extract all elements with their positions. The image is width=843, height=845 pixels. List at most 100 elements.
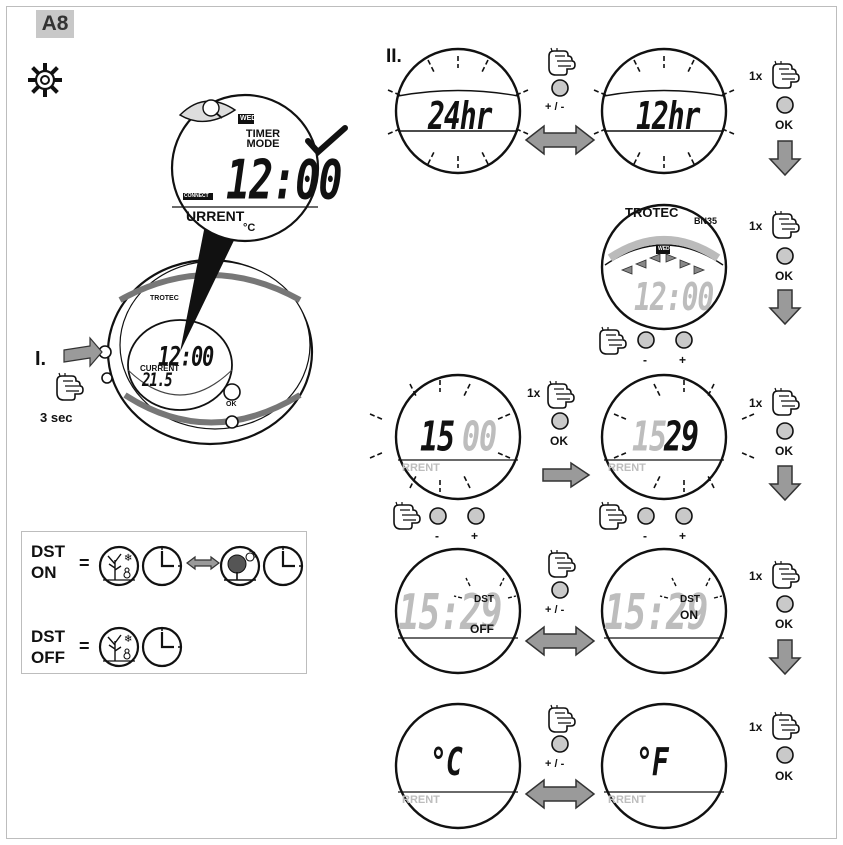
dst-on-label-2: ON — [31, 563, 57, 582]
plus-minus-label: + / - — [545, 758, 565, 770]
dst-legend-box — [21, 531, 307, 674]
device-ok-label: OK — [226, 401, 237, 408]
dst-label: DST — [474, 594, 494, 605]
dst-off-label-2: OFF — [31, 648, 65, 667]
current-label: URRENT — [186, 208, 245, 224]
plus-minus-button[interactable] — [551, 581, 569, 599]
minus-label: - — [643, 353, 647, 367]
connect-label: CONNECT — [184, 193, 209, 199]
plus-button[interactable] — [675, 507, 693, 525]
display-dst-on — [600, 547, 728, 675]
display-hour-set — [369, 373, 522, 501]
zoom-pointer — [180, 225, 240, 352]
ok-label: OK — [775, 769, 793, 783]
gear-icon — [28, 63, 62, 97]
plus-label: + — [679, 353, 687, 367]
current-faint-label: RRENT — [402, 794, 440, 806]
press-once-label: 1x — [749, 396, 763, 410]
checkmark-icon — [305, 125, 348, 157]
plus-minus-button[interactable] — [551, 79, 569, 97]
hand-press-icon — [56, 372, 84, 401]
plus-button[interactable] — [675, 331, 693, 349]
minus-button[interactable] — [637, 331, 655, 349]
down-arrow-icon — [769, 140, 801, 176]
hand-press-icon — [772, 711, 800, 740]
dst-label: DST — [680, 594, 700, 605]
display-minute-set — [600, 373, 755, 501]
device-temp: 21.5 — [142, 370, 173, 392]
ok-button[interactable] — [776, 247, 794, 265]
ok-label: OK — [775, 444, 793, 458]
hand-press-icon — [772, 210, 800, 239]
step-1-label: I. — [35, 348, 47, 370]
zoom-display — [170, 93, 320, 243]
dst-on-label-1: DST — [31, 542, 65, 561]
brand-label: TROTEC — [150, 295, 179, 302]
dst-off-equals: = — [79, 636, 90, 656]
section-badge: A8 — [36, 10, 74, 38]
hand-press-icon — [547, 380, 575, 409]
current-faint-label: RRENT — [402, 462, 440, 474]
timer-mode-label: TIMER MODE — [245, 128, 281, 150]
plus-label: + — [471, 529, 479, 543]
hold-time-label: 3 sec — [40, 410, 73, 425]
down-arrow-icon — [769, 465, 801, 501]
press-once-label: 1x — [749, 69, 763, 83]
display-12hr — [593, 47, 735, 175]
dst-on-equals: = — [79, 553, 90, 573]
weekday-mini-label: WED — [658, 246, 670, 252]
weekday-label: WED — [240, 115, 257, 122]
hand-press-icon — [772, 387, 800, 416]
hand-press-icon — [599, 501, 627, 530]
ok-button[interactable] — [551, 412, 569, 430]
hand-press-icon — [548, 47, 576, 76]
double-arrow-icon — [525, 125, 595, 155]
ok-button[interactable] — [776, 96, 794, 114]
display-unit-c — [394, 702, 522, 830]
down-arrow-icon — [769, 289, 801, 325]
hand-press-icon — [548, 704, 576, 733]
thermostat-device — [63, 258, 314, 446]
device-time: 12:00 — [158, 340, 214, 373]
display-24hr — [387, 47, 529, 175]
unit-c-value: °C — [430, 740, 463, 785]
weekday-faint-time: 12:00 — [634, 275, 714, 320]
display-dst-off — [394, 547, 522, 675]
ok-label: OK — [775, 118, 793, 132]
minus-button[interactable] — [429, 507, 447, 525]
display-weekday-select — [600, 203, 728, 331]
double-arrow-icon — [525, 779, 595, 809]
ok-button[interactable] — [776, 746, 794, 764]
hour-value: 15 — [420, 414, 455, 462]
plus-button[interactable] — [467, 507, 485, 525]
plus-minus-label: + / - — [545, 101, 565, 113]
ok-label: OK — [550, 434, 568, 448]
current-faint-label: RRENT — [608, 462, 646, 474]
plus-minus-button[interactable] — [551, 735, 569, 753]
current-faint-label: RRENT — [608, 794, 646, 806]
minus-button[interactable] — [637, 507, 655, 525]
dst-off-label-1: DST — [31, 627, 65, 646]
press-once-label: 1x — [749, 720, 763, 734]
hour-faint: 15 — [632, 414, 667, 462]
ok-label: OK — [775, 617, 793, 631]
hand-press-icon — [393, 501, 421, 530]
hand-press-icon — [772, 60, 800, 89]
dst-legend — [98, 545, 304, 668]
celsius-label: °C — [243, 222, 256, 234]
ok-button[interactable] — [776, 595, 794, 613]
model-label: BN35 — [694, 216, 718, 226]
down-arrow-icon — [769, 639, 801, 675]
minus-label: - — [643, 529, 647, 543]
brand-partial-label: TROTEC — [625, 205, 679, 220]
unit-f-value: °F — [636, 740, 669, 785]
hand-press-icon — [599, 326, 627, 355]
ok-button[interactable] — [776, 422, 794, 440]
page-frame — [6, 6, 837, 839]
double-arrow-icon — [525, 626, 595, 656]
step-2-label: II. — [386, 46, 402, 67]
hand-press-icon — [772, 560, 800, 589]
plus-minus-label: + / - — [545, 604, 565, 616]
hand-press-icon — [548, 549, 576, 578]
